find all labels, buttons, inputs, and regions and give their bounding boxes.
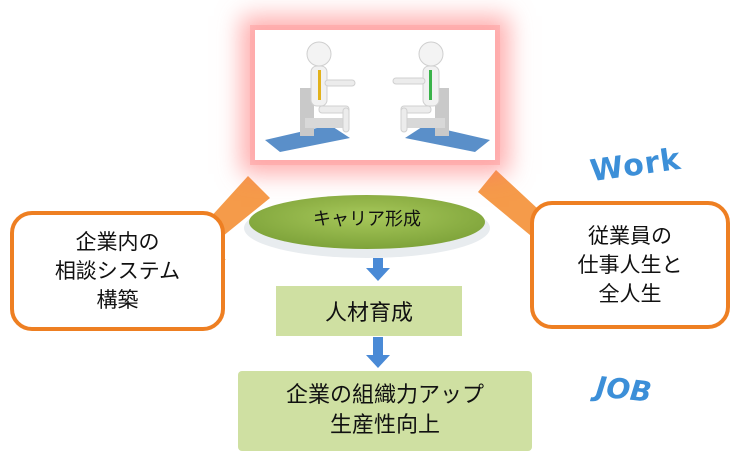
blue-arrow-2 — [366, 337, 390, 368]
blue-arrow-1 — [366, 258, 390, 281]
consultation-illustration — [255, 30, 495, 160]
career-formation-label: キャリア形成 — [313, 209, 421, 230]
job-word-art: JOB — [594, 370, 654, 409]
organizational-strength-box: 企業の組織力アップ 生産性向上 — [238, 371, 532, 451]
career-ellipse-shape — [244, 195, 490, 258]
left-box-consultation-system: 企業内の 相談システム 構築 — [10, 211, 225, 331]
career-formation-ellipse: キャリア形成 — [244, 190, 490, 260]
two-people-consulting-picture — [265, 41, 490, 152]
right-box-employee-life: 従業員の 仕事人生と 全人生 — [530, 201, 730, 329]
human-resource-development-box: 人材育成 — [276, 286, 462, 336]
